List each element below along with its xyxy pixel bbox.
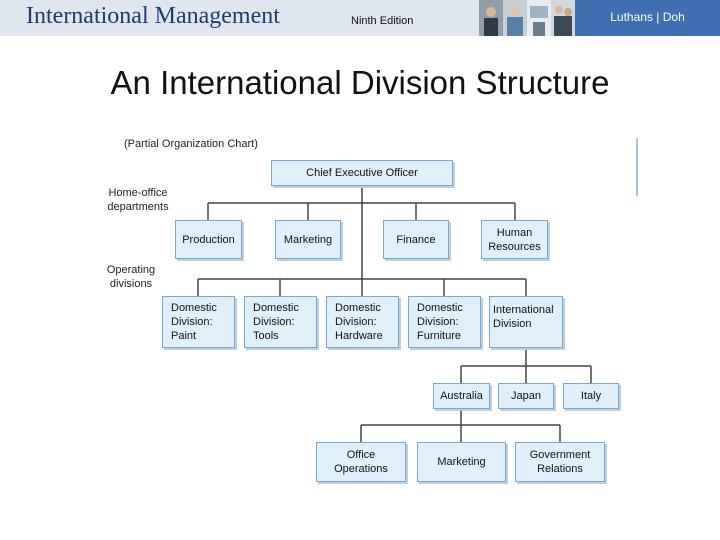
division-hardware-box: Domestic Division: Hardware [326,296,399,348]
authors-label: Luthans | Doh [610,10,685,24]
author-bar: Luthans | Doh [575,0,720,36]
subunit-marketing-box: Marketing [417,442,506,482]
book-title: International Management [26,3,280,29]
subunit-government-relations-box: Government Relations [515,442,605,482]
header-photo-strip [479,0,575,36]
dept-finance-box: Finance [383,220,449,259]
chart-note: (Partial Organization Chart) [124,138,258,150]
country-australia-box: Australia [433,383,490,409]
dept-marketing-box: Marketing [275,220,341,259]
slide-title: An International Division Structure [110,64,610,101]
division-international-box: International Division [489,296,563,348]
division-furniture-box: Domestic Division: Furniture [408,296,481,348]
country-italy-box: Italy [563,383,619,409]
dept-human-resources-box: Human Resources [481,220,548,259]
office-photo [527,0,551,36]
workers-photo [503,0,527,36]
handshake-photo [551,0,575,36]
subunit-office-operations-box: Office Operations [316,442,406,482]
operating-divisions-label: Operating divisions [106,264,156,290]
country-japan-box: Japan [498,383,554,409]
chart-frame-edge [636,138,638,196]
business-people-photo [479,0,503,36]
header-bar: International Management Ninth Edition L… [0,0,720,36]
dept-production-box: Production [175,220,242,259]
edition-label: Ninth Edition [351,15,414,27]
division-tools-box: Domestic Division: Tools [244,296,317,348]
division-paint-box: Domestic Division: Paint [162,296,235,348]
ceo-box: Chief Executive Officer [271,160,453,186]
home-office-label: Home-office departments [107,187,169,213]
